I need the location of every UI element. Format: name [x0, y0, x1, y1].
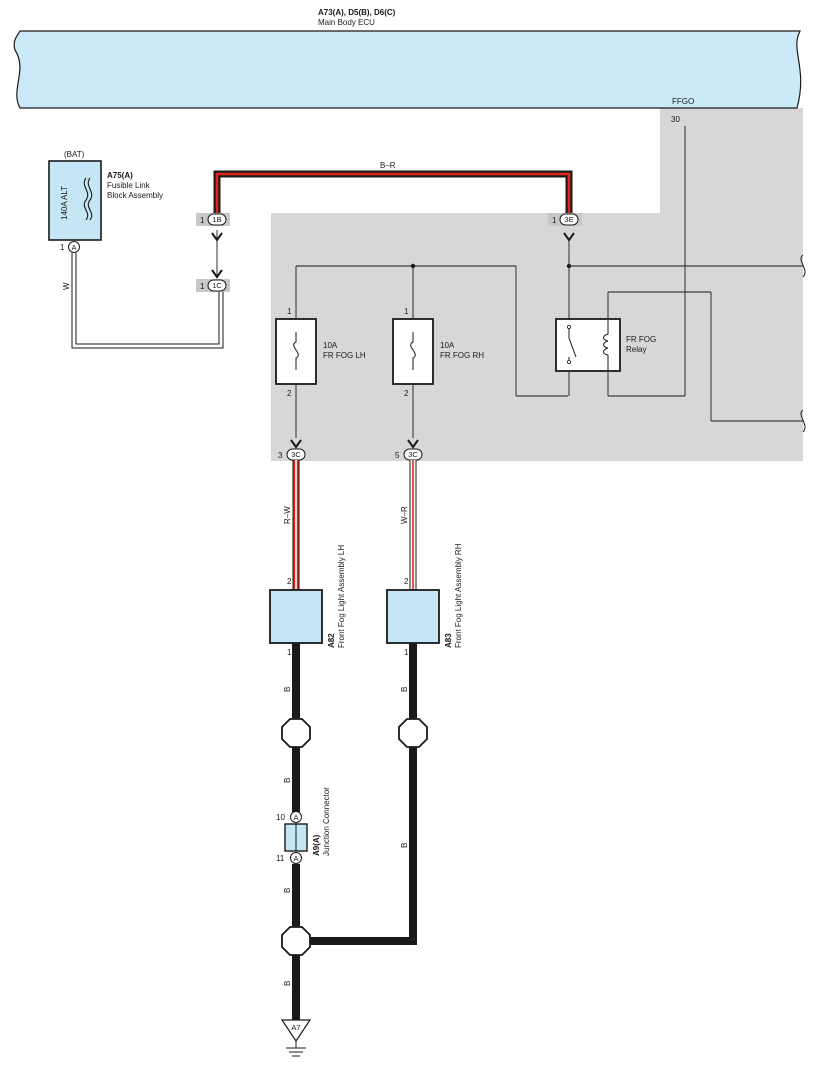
- fuse-icon: [293, 332, 299, 370]
- bus-junction-dot: [566, 263, 572, 269]
- fusible-link-icon: [87, 177, 93, 221]
- junction-name: Junction Connector: [322, 787, 331, 856]
- relay-contact: [567, 324, 572, 329]
- wire-b-r: [213, 170, 573, 214]
- lamp-rh-pin-bottom: 1: [404, 648, 409, 657]
- connector-1b-label: 1B: [212, 215, 221, 224]
- wire-label-b: B: [283, 888, 292, 893]
- wire-break-mark: [800, 409, 806, 433]
- lamp-rh-box: [386, 589, 440, 644]
- ffgo-pin-label: 30: [671, 115, 680, 124]
- fusible-link-bat-label: (BAT): [64, 150, 85, 159]
- connector-1c-label: 1C: [212, 281, 222, 290]
- fusible-link-code: A75(A): [107, 171, 133, 180]
- arrow-down-icon: [407, 439, 419, 449]
- junction-connector-top: [290, 811, 302, 823]
- lamp-rh-name: Front Fog Light Assembly RH: [454, 543, 463, 648]
- main-body-ecu-banner: [13, 30, 802, 109]
- connector-3e-label: 3E: [564, 215, 573, 224]
- wire-label-r-w: R–W: [283, 506, 292, 524]
- splice-point: [281, 926, 311, 956]
- fr-fog-relay: [555, 318, 621, 372]
- fusible-link-pin: 1: [60, 243, 65, 252]
- fusible-link-name-2: Block Assembly: [107, 191, 163, 200]
- ecu-internal-wiring: [295, 126, 803, 438]
- fuse-icon: [410, 332, 416, 370]
- wire-b-r-core: [215, 172, 571, 214]
- ground-wires: [292, 643, 417, 1020]
- lamp-lh-name: Front Fog Light Assembly LH: [337, 545, 346, 648]
- fusible-link-name-1: Fusible Link: [107, 181, 151, 190]
- wire-label-b: B: [283, 687, 292, 692]
- arrow-down-icon: [290, 439, 302, 449]
- wire-label-b-r: B–R: [380, 161, 396, 170]
- connector-3c-rh-pin: 5: [395, 451, 400, 460]
- fuse-rh-pin-top: 1: [404, 307, 409, 316]
- fuse-lh-name: FR FOG LH: [323, 351, 366, 360]
- wire-label-w: W: [62, 282, 71, 290]
- junction-connector-top-label: A: [293, 813, 298, 822]
- connector-3e: [559, 213, 579, 226]
- lamp-lh-pin-bottom: 1: [287, 648, 292, 657]
- wire-label-b: B: [283, 981, 292, 986]
- ground-triangle: [280, 1019, 312, 1043]
- arrow-down-icon: [563, 232, 575, 242]
- relay-coil-icon: [603, 320, 609, 370]
- wire-label-b: B: [283, 778, 292, 783]
- ground-label: A7: [291, 1023, 300, 1032]
- fuse-lh-pin-bottom: 2: [287, 389, 292, 398]
- fuse-rh-rating: 10A: [440, 341, 455, 350]
- connector-3c-lh-label: 3C: [291, 450, 301, 459]
- arrow-down-icon: [211, 269, 223, 279]
- fusible-link-rating: 140A ALT: [60, 186, 69, 220]
- connector-1c-pin: 1: [200, 282, 205, 291]
- connector-3c-lh-pin: 3: [278, 451, 283, 460]
- ecu-internal-area: [271, 108, 803, 461]
- fuse-rh-pin-bottom: 2: [404, 389, 409, 398]
- arrow-down-icon: [211, 232, 223, 242]
- wire-break-mark: [800, 254, 806, 278]
- fuse-lh-pin-top: 1: [287, 307, 292, 316]
- fuse-rh: [392, 318, 434, 385]
- lamp-lh-pin-top: 2: [287, 577, 292, 586]
- lamp-rh-pin-top: 2: [404, 577, 409, 586]
- connector-1c: [207, 279, 227, 292]
- relay-contact: [567, 359, 572, 364]
- connector-3c-rh-label: 3C: [408, 450, 418, 459]
- lamp-lh-code: A82: [327, 633, 336, 648]
- wire-w: [71, 253, 224, 349]
- splice-point: [398, 718, 428, 748]
- ffgo-terminal-label: FFGO: [672, 97, 694, 106]
- wire-label-b: B: [400, 843, 409, 848]
- wire-label-b: B: [400, 687, 409, 692]
- junction-pin-bottom: 11: [276, 854, 285, 863]
- splice-point: [281, 718, 311, 748]
- relay-name-1: FR FOG: [626, 335, 656, 344]
- relay-name-2: Relay: [626, 345, 646, 354]
- relay-switch: [568, 337, 577, 358]
- junction-pin-top: 10: [276, 813, 285, 822]
- fuse-lh-rating: 10A: [323, 341, 338, 350]
- junction-connector-bottom: [290, 852, 302, 864]
- bus-junction-dot: [410, 263, 416, 269]
- junction-code: A9(A): [312, 834, 321, 856]
- connector-3e-pin: 1: [552, 216, 557, 225]
- lamp-lh-box: [269, 589, 323, 644]
- ecu-name-label: Main Body ECU: [318, 18, 375, 27]
- fusible-link-icon: [83, 177, 89, 221]
- junction-connector-bottom-label: A: [293, 854, 298, 863]
- connector-1b-pin: 1: [200, 216, 205, 225]
- fusible-link-box: [48, 160, 102, 241]
- fusible-link-connector-label: A: [71, 243, 76, 252]
- fuse-rh-name: FR FOG RH: [440, 351, 484, 360]
- wire-label-w-r: W–R: [400, 506, 409, 524]
- connector-1b: [207, 213, 227, 226]
- fuse-lh: [275, 318, 317, 385]
- ecu-code-label: A73(A), D5(B), D6(C): [318, 8, 396, 17]
- wire-w-core: [72, 253, 223, 348]
- fusible-link-connector: [68, 241, 80, 253]
- lamp-rh-code: A83: [444, 633, 453, 648]
